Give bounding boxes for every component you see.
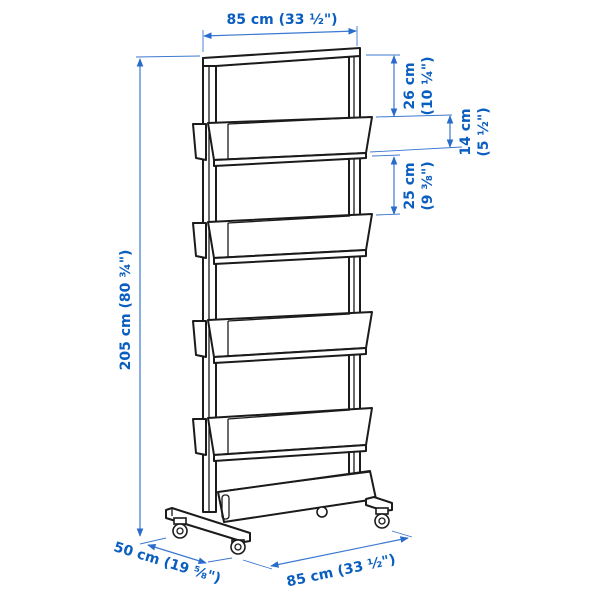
base-foot-left [165, 507, 251, 543]
depth-label: 50 cm (19 ⅝") [112, 539, 223, 587]
product-illustration [165, 47, 393, 555]
caster-back-right [374, 507, 390, 529]
top-gap-inch-label: (10 ¼") [420, 57, 436, 116]
dimension-depth: 50 cm (19 ⅝") [112, 537, 233, 587]
dimension-shelf-gap: 25 cm (9 ⅜") [371, 154, 436, 216]
caster-back-center [316, 506, 328, 518]
caster-wheels [172, 506, 390, 555]
base-width-label: 85 cm (33 ½") [285, 552, 397, 591]
tray-4 [192, 407, 373, 462]
dimension-base-width: 85 cm (33 ½") [242, 530, 413, 591]
dimension-top-gap: 26 cm (10 ¼") [366, 54, 453, 118]
shelf-gap-inch-label: (9 ⅜") [420, 161, 436, 210]
tray-3 [192, 311, 373, 364]
total-height-label: 205 cm (80 ¾") [118, 250, 134, 371]
caster-front-center [230, 539, 246, 555]
top-gap-label: 26 cm [402, 62, 418, 109]
dimension-tray-height: 14 cm (5 ½") [369, 107, 492, 157]
dimension-top-width: 85 cm (33 ½") [202, 12, 358, 52]
tray-height-label: 14 cm [458, 108, 474, 155]
tray-height-inch-label: (5 ½") [476, 107, 492, 156]
dimension-total-height: 205 cm (80 ¾") [118, 55, 201, 537]
top-width-label: 85 cm (33 ½") [226, 12, 337, 28]
tray-2 [192, 213, 373, 265]
caster-front-left [172, 517, 188, 539]
tray-1 [192, 116, 373, 167]
bottom-tray [217, 470, 377, 523]
shelf-gap-label: 25 cm [402, 162, 418, 209]
